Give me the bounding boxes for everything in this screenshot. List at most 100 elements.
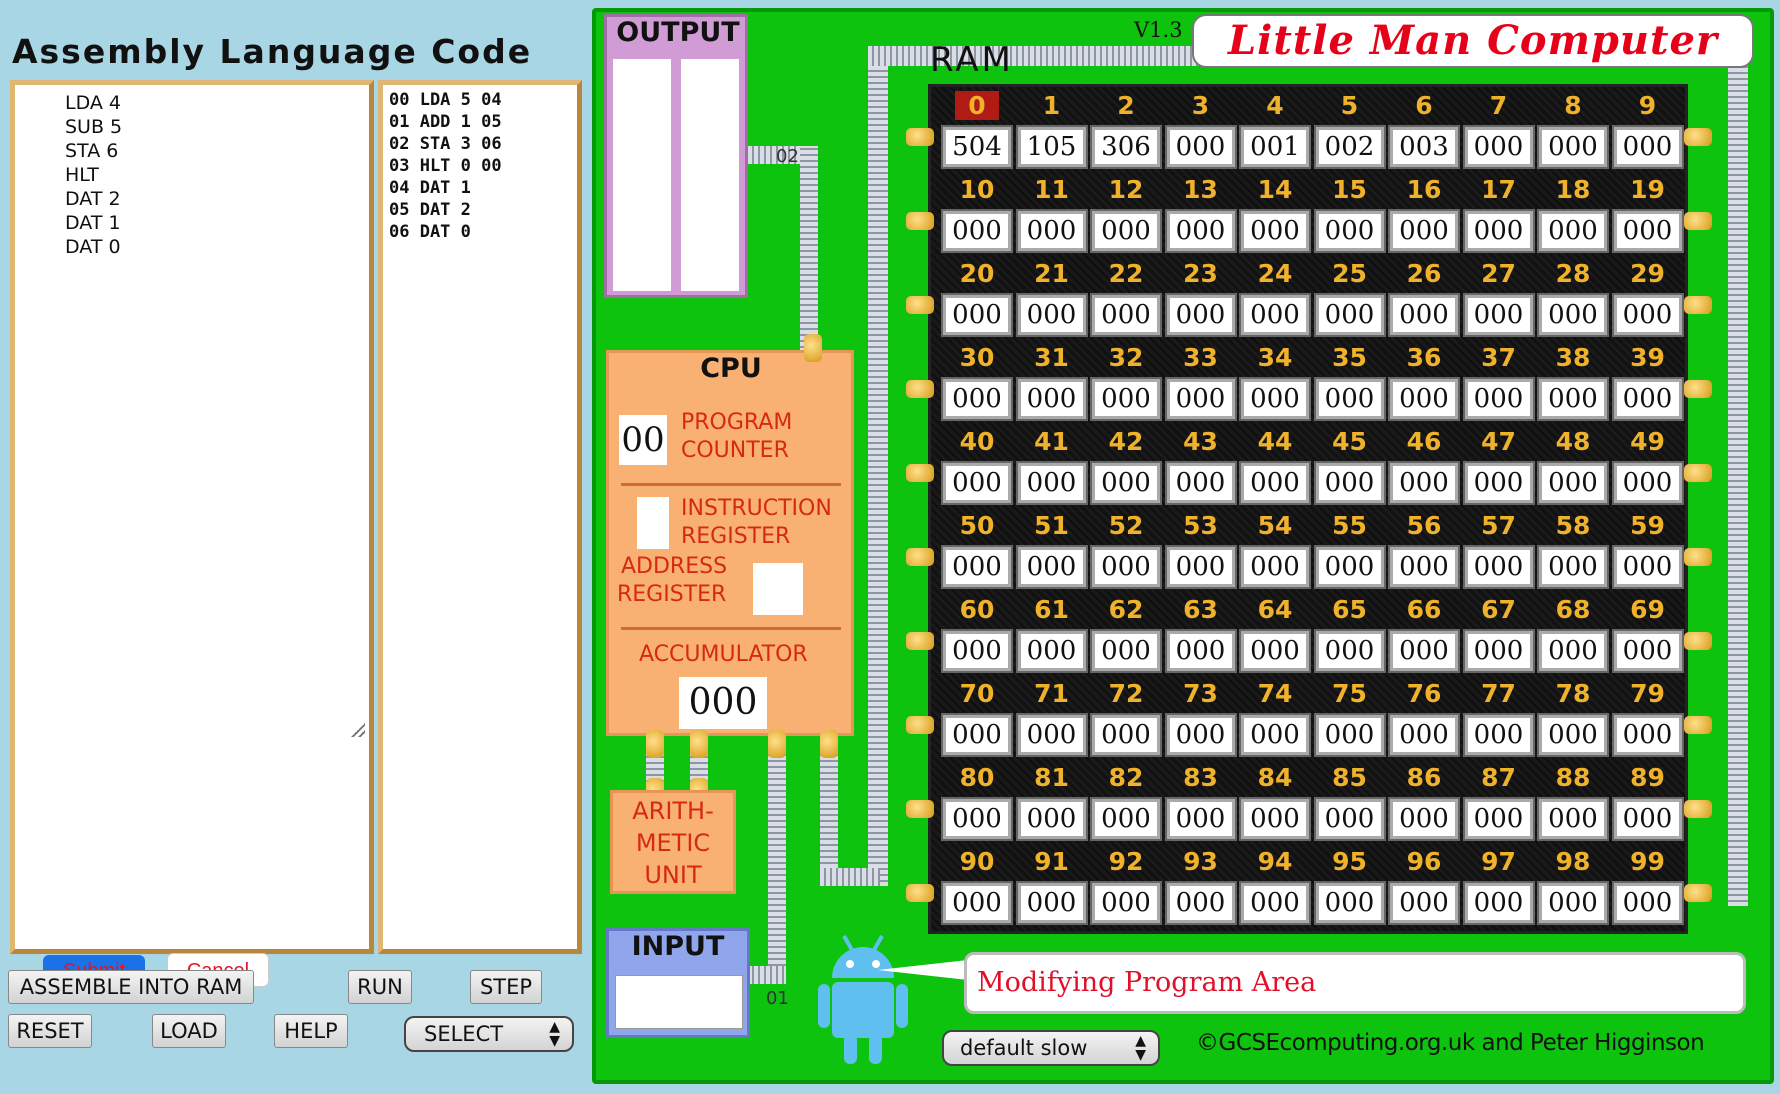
ram-value[interactable]: 000 [1313,377,1386,421]
ram-value[interactable]: 000 [1164,461,1237,505]
ram-value[interactable]: 000 [1462,209,1535,253]
ram-value[interactable]: 000 [941,629,1013,673]
ram-value[interactable]: 001 [1239,125,1311,169]
ram-value[interactable]: 000 [1611,293,1684,337]
ram-value[interactable]: 000 [1015,461,1088,505]
ram-value[interactable]: 000 [1239,545,1311,589]
ram-value[interactable]: 000 [1537,377,1609,421]
ram-value[interactable]: 000 [1388,797,1460,841]
ram-value[interactable]: 000 [1388,713,1460,757]
ram-value[interactable]: 000 [1611,629,1684,673]
ram-value[interactable]: 003 [1388,125,1460,169]
ram-value[interactable]: 000 [1015,629,1088,673]
ram-value[interactable]: 000 [1388,881,1460,925]
resize-grip-icon[interactable] [351,723,365,737]
ram-value[interactable]: 000 [1388,629,1460,673]
ram-value[interactable]: 000 [1313,209,1386,253]
ram-value[interactable]: 000 [1537,125,1609,169]
step-button[interactable]: STEP [470,970,542,1004]
ram-value[interactable]: 000 [1090,713,1162,757]
ram-value[interactable]: 000 [1090,461,1162,505]
ram-value[interactable]: 000 [1313,881,1386,925]
ram-value[interactable]: 000 [941,713,1013,757]
ram-value[interactable]: 000 [1239,797,1311,841]
ram-value[interactable]: 000 [1537,881,1609,925]
ram-value[interactable]: 000 [1015,293,1088,337]
load-button[interactable]: LOAD [152,1014,226,1048]
ram-value[interactable]: 000 [1015,713,1088,757]
ram-value[interactable]: 000 [1611,209,1684,253]
ram-value[interactable]: 000 [1090,629,1162,673]
ram-value[interactable]: 000 [1313,713,1386,757]
speed-select-dropdown[interactable]: default slow ▲▼ [942,1030,1160,1066]
assemble-into-ram-button[interactable]: ASSEMBLE INTO RAM [8,970,254,1004]
ram-value[interactable]: 000 [1462,377,1535,421]
ram-value[interactable]: 000 [1164,881,1237,925]
ram-value[interactable]: 000 [941,377,1013,421]
ram-value[interactable]: 000 [1015,881,1088,925]
ram-value[interactable]: 000 [1462,461,1535,505]
ram-value[interactable]: 000 [1090,209,1162,253]
ram-value[interactable]: 000 [1164,713,1237,757]
ram-value[interactable]: 000 [1313,797,1386,841]
ram-value[interactable]: 000 [941,881,1013,925]
ram-value[interactable]: 000 [941,545,1013,589]
ram-value[interactable]: 000 [1537,629,1609,673]
input-field[interactable] [615,975,743,1029]
ram-value[interactable]: 000 [1537,293,1609,337]
run-button[interactable]: RUN [348,970,412,1004]
ram-value[interactable]: 306 [1090,125,1162,169]
program-select-dropdown[interactable]: SELECT ▲▼ [404,1016,574,1052]
ram-value[interactable]: 000 [1090,377,1162,421]
reset-button[interactable]: RESET [8,1014,92,1048]
ram-value[interactable]: 000 [1388,377,1460,421]
ram-value[interactable]: 000 [1239,209,1311,253]
ram-value[interactable]: 000 [1462,125,1535,169]
ram-value[interactable]: 000 [1090,797,1162,841]
ram-value[interactable]: 000 [1164,293,1237,337]
ram-value[interactable]: 000 [1090,293,1162,337]
ram-value[interactable]: 000 [1462,545,1535,589]
ram-value[interactable]: 000 [1090,545,1162,589]
ram-value[interactable]: 000 [1462,797,1535,841]
ram-value[interactable]: 000 [1388,209,1460,253]
ram-value[interactable]: 000 [1164,377,1237,421]
ram-value[interactable]: 000 [941,209,1013,253]
ram-value[interactable]: 000 [1164,545,1237,589]
ram-value[interactable]: 000 [1388,293,1460,337]
ram-value[interactable]: 000 [1537,797,1609,841]
ram-value[interactable]: 002 [1313,125,1386,169]
ram-value[interactable]: 000 [1611,713,1684,757]
ram-value[interactable]: 000 [941,293,1013,337]
ram-value[interactable]: 000 [1239,629,1311,673]
ram-value[interactable]: 000 [1611,125,1684,169]
ram-value[interactable]: 000 [1537,209,1609,253]
ram-value[interactable]: 000 [1015,209,1088,253]
ram-value[interactable]: 000 [1239,461,1311,505]
assembly-code-text[interactable]: LDA 4 SUB 5 STA 6 HLT DAT 2 DAT 1 DAT 0 [65,92,123,258]
ram-value[interactable]: 000 [1015,797,1088,841]
ram-value[interactable]: 000 [1611,377,1684,421]
ram-value[interactable]: 000 [1462,881,1535,925]
assembly-code-editor[interactable]: LDA 4 SUB 5 STA 6 HLT DAT 2 DAT 1 DAT 0 … [10,80,374,987]
ram-value[interactable]: 000 [1462,713,1535,757]
ram-value[interactable]: 000 [1537,461,1609,505]
ram-value[interactable]: 000 [1388,545,1460,589]
ram-value[interactable]: 000 [1313,629,1386,673]
ram-value[interactable]: 000 [1164,209,1237,253]
help-button[interactable]: HELP [274,1014,348,1048]
ram-value[interactable]: 504 [941,125,1013,169]
ram-value[interactable]: 000 [1388,461,1460,505]
ram-value[interactable]: 000 [1611,881,1684,925]
ram-value[interactable]: 000 [1239,293,1311,337]
ram-value[interactable]: 000 [1164,629,1237,673]
ram-value[interactable]: 000 [941,461,1013,505]
ram-value[interactable]: 000 [1313,545,1386,589]
ram-value[interactable]: 000 [941,797,1013,841]
ram-value[interactable]: 000 [1239,713,1311,757]
ram-value[interactable]: 000 [1015,377,1088,421]
ram-value[interactable]: 000 [1164,797,1237,841]
ram-value[interactable]: 000 [1462,293,1535,337]
ram-value[interactable]: 105 [1015,125,1088,169]
ram-value[interactable]: 000 [1462,629,1535,673]
